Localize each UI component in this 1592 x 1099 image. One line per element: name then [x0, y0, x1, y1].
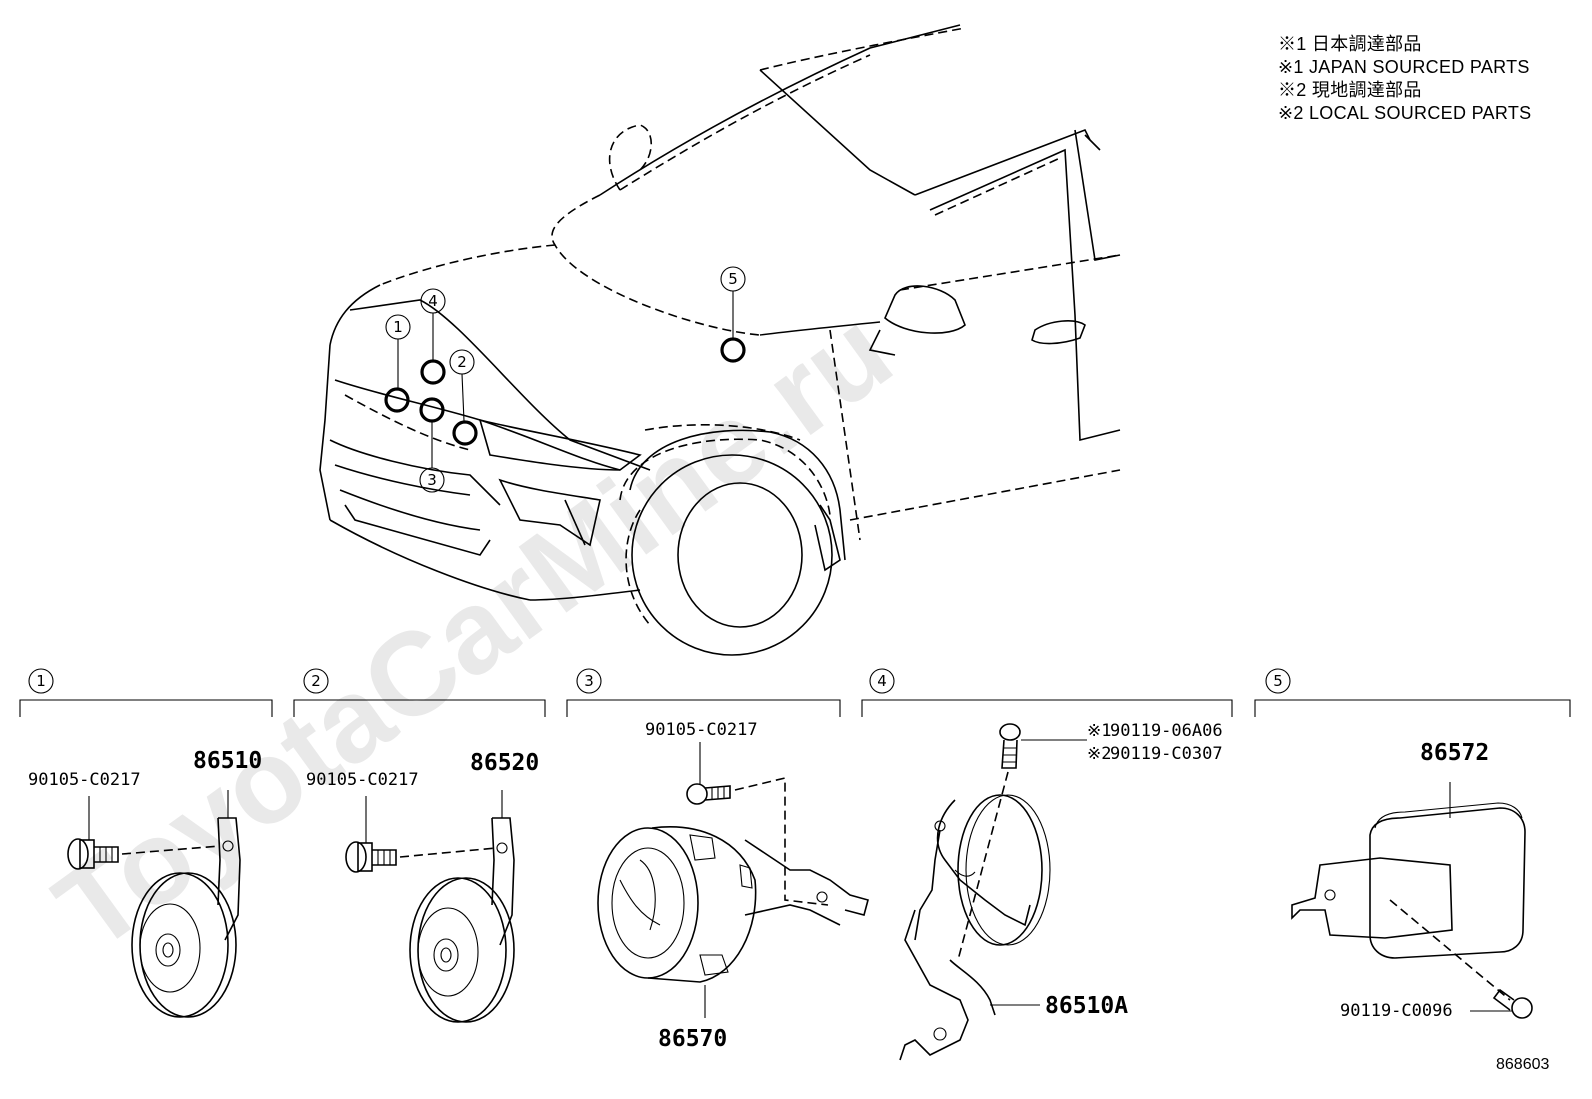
- location-marker-4: [420, 359, 446, 385]
- part-number-4b: 90119-C0307: [1110, 744, 1223, 764]
- part-number-4a: 90119-06A06: [1110, 721, 1223, 741]
- module-86572: [1291, 802, 1526, 959]
- section-3-parts: 90105-C0217 86570: [597, 720, 869, 1052]
- part-number-2b: 86520: [470, 750, 539, 776]
- callout-label-3: 3: [427, 471, 437, 489]
- horn-86570: [597, 826, 757, 983]
- bolt-4: [999, 723, 1021, 769]
- diagram-number: 868603: [1496, 1056, 1549, 1073]
- bolt-2: [345, 841, 397, 873]
- section-label-4: 4: [877, 672, 887, 690]
- legend: ※1 日本調達部品 ※1 JAPAN SOURCED PARTS ※2 現地調達…: [1278, 34, 1531, 123]
- legend-line-4: ※2 LOCAL SOURCED PARTS: [1278, 103, 1531, 123]
- bolt-1: [67, 838, 119, 870]
- vehicle-illustration: [319, 24, 1121, 656]
- section-label-3: 3: [584, 672, 594, 690]
- horn-86520: [409, 877, 515, 1023]
- horn-86510: [131, 872, 237, 1018]
- callout-label-1: 1: [393, 318, 403, 336]
- section-5-parts: 86572 90119-C0096: [1291, 740, 1533, 1021]
- section-4-parts: ※1 90119-06A06 ※2 90119-C0307 86510A: [899, 721, 1223, 1061]
- callout-label-2: 2: [457, 353, 467, 371]
- callout-label-5: 5: [728, 270, 738, 288]
- note-marker-4a: ※1: [1087, 721, 1111, 741]
- part-number-1a: 90105-C0217: [28, 770, 141, 790]
- section-headers: 1 2 3 4 5: [19, 668, 1571, 717]
- bolt-5: [1492, 988, 1533, 1019]
- vehicle-callouts: 1 4 2 3 5: [384, 266, 746, 493]
- part-number-1b: 86510: [193, 748, 262, 774]
- part-number-3a: 90105-C0217: [645, 720, 758, 740]
- section-label-5: 5: [1273, 672, 1283, 690]
- part-number-3b: 86570: [658, 1026, 727, 1052]
- part-number-5a: 86572: [1420, 740, 1489, 766]
- location-marker-1: [384, 387, 410, 413]
- section-2-parts: 90105-C0217 86520: [306, 750, 539, 1023]
- legend-line-3: ※2 現地調達部品: [1278, 80, 1422, 100]
- section-1-parts: 90105-C0217 86510: [28, 748, 262, 1018]
- callout-circle-3: [419, 467, 445, 493]
- callout-label-4: 4: [428, 292, 438, 310]
- watermark-text: ToyotaCarMine.ru: [33, 285, 915, 976]
- horn-86510A: [914, 794, 1051, 946]
- part-number-5b: 90119-C0096: [1340, 1001, 1453, 1021]
- location-marker-5: [720, 337, 746, 363]
- part-number-2a: 90105-C0217: [306, 770, 419, 790]
- bolt-3: [686, 783, 731, 805]
- legend-line-2: ※1 JAPAN SOURCED PARTS: [1278, 57, 1530, 77]
- part-number-4c: 86510A: [1045, 993, 1128, 1019]
- section-label-1: 1: [36, 672, 46, 690]
- location-marker-3: [419, 397, 445, 423]
- location-marker-2: [452, 420, 478, 446]
- section-label-2: 2: [311, 672, 321, 690]
- legend-line-1: ※1 日本調達部品: [1278, 34, 1422, 54]
- note-marker-4b: ※2: [1087, 744, 1111, 764]
